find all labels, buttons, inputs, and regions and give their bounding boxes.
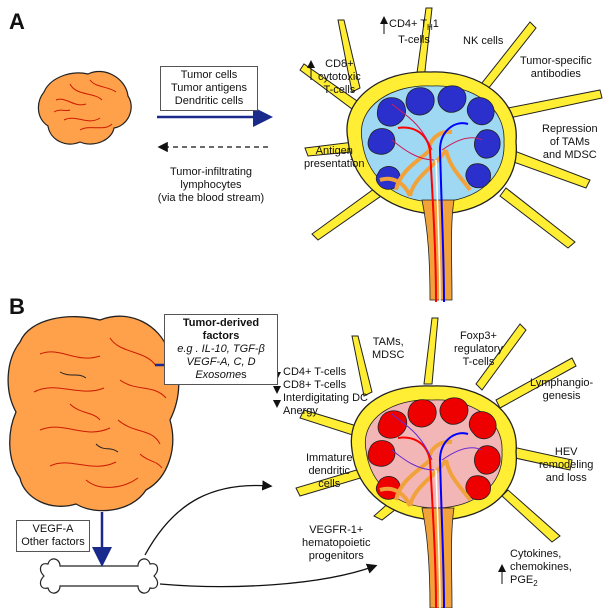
bone-icon	[39, 558, 159, 594]
antibodies-label: Tumor-specific antibodies	[520, 55, 592, 81]
vegfr-line: VEGFR-1+	[309, 524, 364, 536]
factors-exosome: Exosome	[195, 369, 242, 381]
box-line: Tumor cells	[180, 69, 238, 81]
factors-line: VEGF-A, C, D	[186, 356, 256, 368]
til-label: Tumor-infiltrating lymphocytes (via the …	[143, 166, 279, 205]
box-line: Dendritic cells	[174, 95, 244, 107]
antigen-presentation-label: Antigen presentation	[304, 145, 365, 171]
imm-line: dendritic	[308, 465, 351, 477]
tams-line: TAMs,	[372, 336, 404, 348]
immature-dc-label: Immature dendritic cells	[306, 452, 352, 491]
panel-letter-b: B	[9, 294, 25, 319]
vegf-factors-box: VEGF-A Other factors	[16, 520, 90, 552]
til-line: Tumor-infiltrating	[169, 166, 253, 178]
cyto-sub: 2	[533, 579, 538, 589]
til-line: lymphocytes	[180, 179, 242, 191]
foxp3-line: Foxp3+	[459, 330, 497, 342]
vegf-line: Other factors	[21, 536, 85, 548]
lymphangiogenesis-label: Lymphangio- genesis	[530, 377, 593, 403]
vegfr-line: hematopoietic	[302, 537, 371, 549]
tams-line: MDSC	[372, 349, 405, 361]
hev-line: HEV	[554, 446, 578, 458]
cd4-text: CD4+ T	[389, 18, 428, 30]
box-line: Tumor antigens	[170, 82, 248, 94]
cd4-tcells: T-cells	[398, 34, 430, 47]
down-item: CD8+ T-cells	[283, 379, 347, 391]
cd4-th1-label: CD4+ TH1 T-cells	[389, 18, 439, 47]
lymph-line: Lymphangio-	[530, 377, 594, 389]
nk-cells-label: NK cells	[463, 35, 504, 47]
tams-mdsc-label: TAMs, MDSC	[372, 336, 404, 362]
ab-line: Tumor-specific	[520, 55, 592, 67]
cd8-line: T-cells	[323, 84, 356, 96]
foxp3-line: regulatory	[454, 343, 503, 355]
down-item: Anergy	[283, 405, 318, 417]
tumor-derived-factors-box: Tumor-derived factors e.g . IL-10, TGF-β…	[164, 314, 278, 385]
cytokines-label: Cytokines, chemokines, PGE2	[510, 548, 572, 590]
imm-line: cells	[318, 478, 341, 490]
lymph-node-a	[299, 7, 603, 303]
hev-line: and loss	[545, 472, 587, 484]
arrow-bone-to-progenitors	[159, 563, 378, 588]
vegf-line: VEGF-A	[32, 523, 74, 535]
lymph-node-b	[295, 317, 577, 608]
foxp3-line: T-cells	[462, 356, 495, 368]
ag-line: Antigen	[315, 145, 353, 157]
vegfr1-progenitors-label: VEGFR-1+ hematopoietic progenitors	[302, 524, 371, 563]
panel-letter-a: A	[9, 9, 25, 34]
cyto-line: Cytokines,	[510, 548, 562, 560]
til-line: (via the blood stream)	[157, 192, 265, 204]
rep-line: Repression	[542, 123, 598, 135]
factors-title: factors	[202, 330, 240, 342]
cyto-line: PGE	[510, 574, 534, 586]
rep-line: of TAMs	[549, 136, 590, 148]
factors-exosome-tail: s	[241, 369, 247, 381]
down-item: Interdigitating DC	[283, 392, 368, 404]
imm-line: Immature	[306, 452, 353, 464]
cd8-cytotoxic-label: CD8+ cytotoxic T-cells	[318, 58, 361, 97]
repression-label: Repression of TAMs and MDSC	[542, 123, 598, 162]
tumor-large	[7, 315, 180, 512]
hev-label: HEV remodeling and loss	[539, 446, 593, 485]
ag-line: presentation	[304, 158, 365, 170]
cyto-line: chemokines,	[510, 561, 572, 573]
foxp3-label: Foxp3+ regulatory T-cells	[454, 330, 503, 369]
down-regulated-list: CD4+ T-cells CD8+ T-cells Interdigitatin…	[283, 366, 368, 418]
cd4-tail: 1	[432, 18, 439, 30]
lymph-line: genesis	[542, 390, 581, 402]
panel-a-factor-box: Tumor cells Tumor antigens Dendritic cel…	[160, 66, 258, 111]
vegfr-line: progenitors	[308, 550, 364, 562]
hev-line: remodeling	[539, 459, 594, 471]
tumor-small	[37, 70, 132, 145]
rep-line: and MDSC	[542, 149, 597, 161]
arrow-to-immature-dc	[144, 480, 273, 556]
cd4-sub: H	[427, 23, 433, 33]
factors-title: Tumor-derived	[182, 317, 260, 329]
cd8-line: cytotoxic	[318, 71, 361, 83]
factors-line: e.g . IL-10, TGF-β	[177, 343, 265, 355]
cd8-line: CD8+	[325, 58, 354, 70]
down-item: CD4+ T-cells	[283, 366, 347, 378]
ab-line: antibodies	[530, 68, 581, 80]
